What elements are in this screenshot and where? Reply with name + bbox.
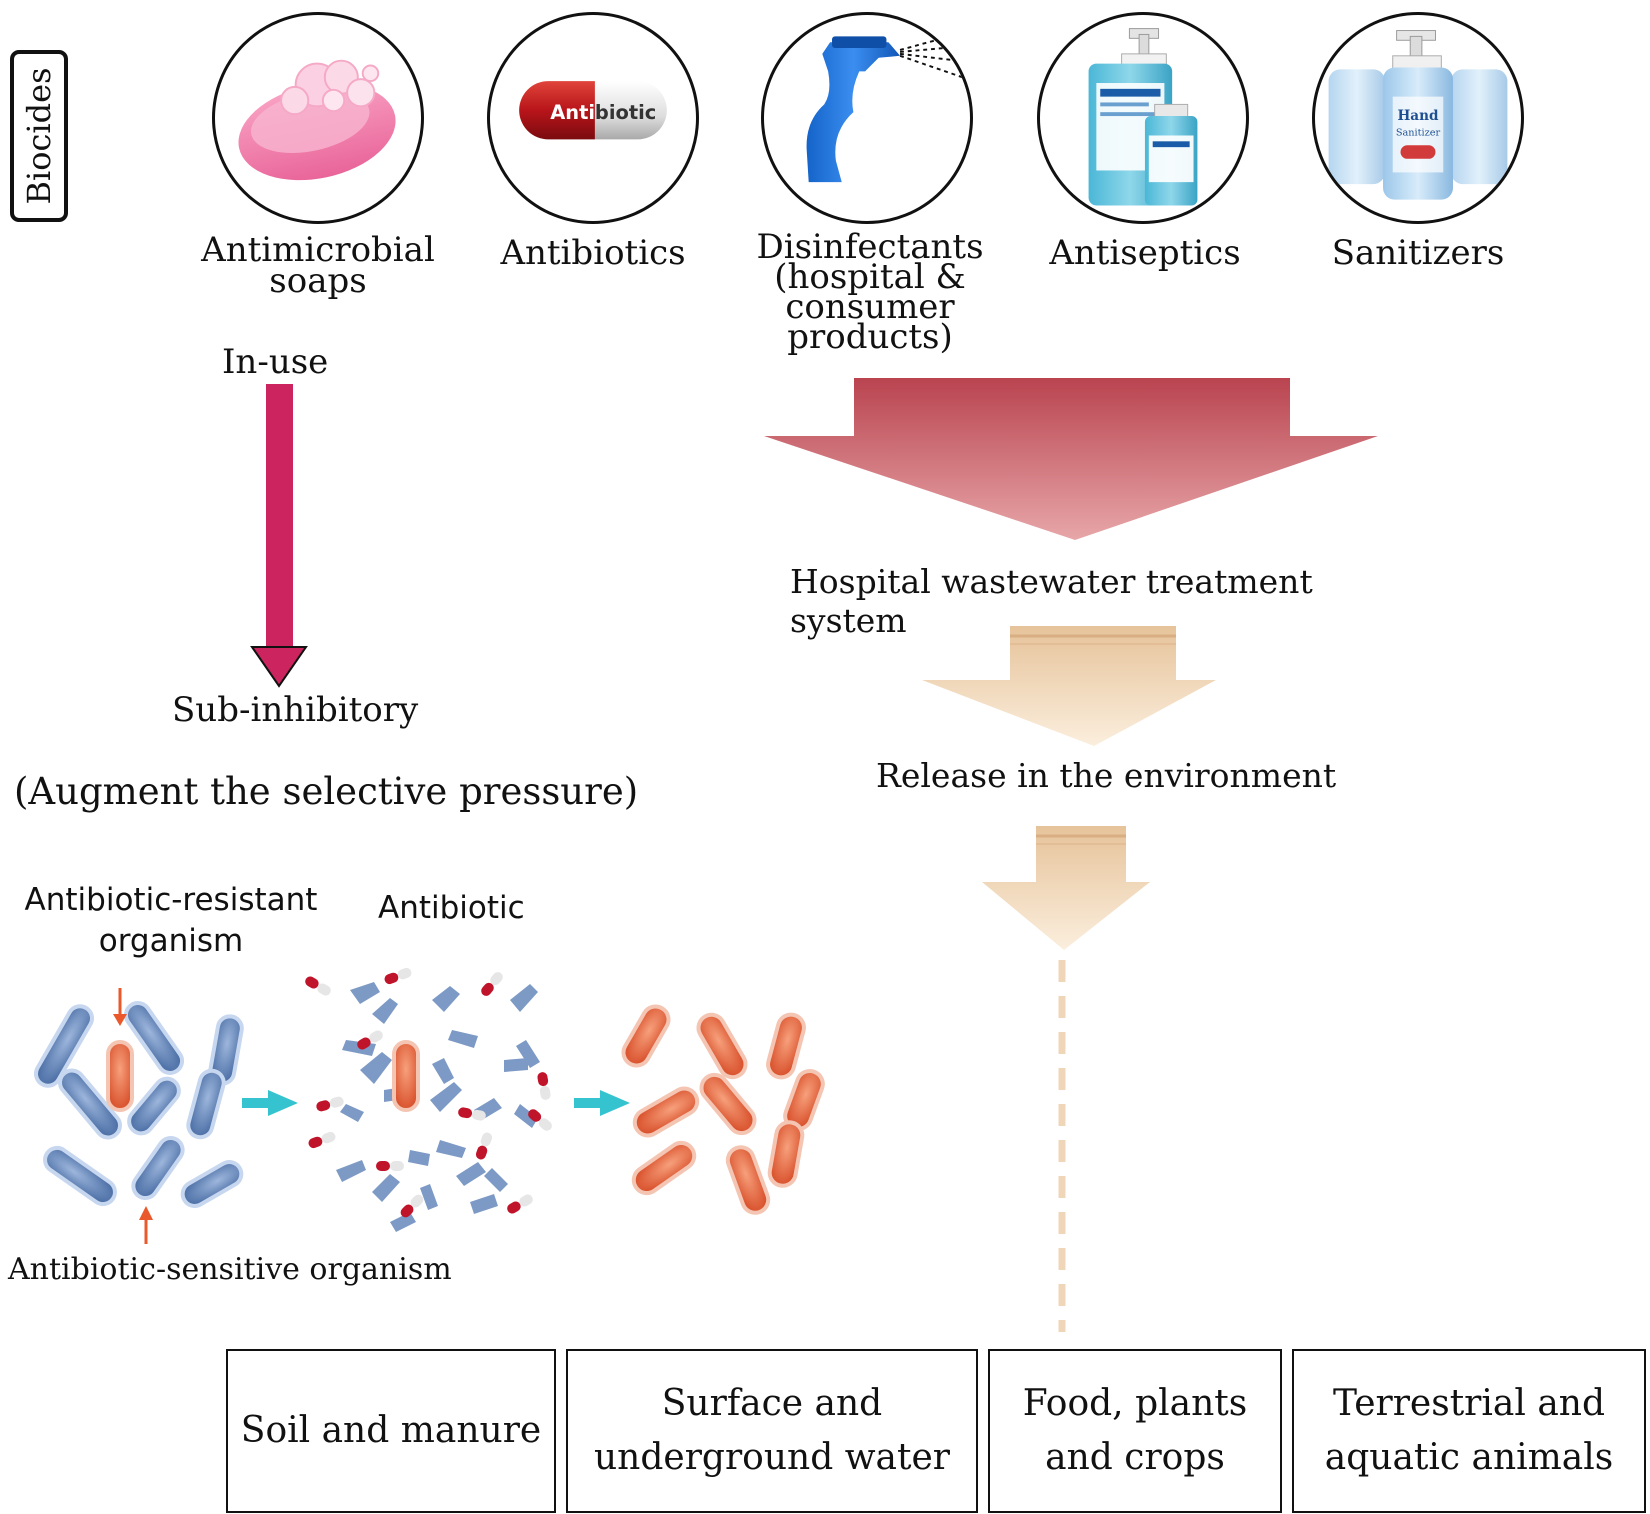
antibiotic-capsule-icon: Anti biotic <box>519 81 667 140</box>
in-use-label: In-use <box>222 342 329 382</box>
label-antiseptics: Antiseptics <box>1030 233 1260 273</box>
antibiotic-pills <box>305 967 552 1218</box>
resistant-pointer-arrow <box>113 988 127 1026</box>
label-line: soaps <box>269 261 367 301</box>
sensitive-organism-label: Antibiotic-sensitive organism <box>8 1252 452 1287</box>
label-line: organism <box>98 923 244 959</box>
label-disinfectants: Disinfectants (hospital & consumer produ… <box>700 227 1040 357</box>
sensitive-pointer-arrow <box>139 1206 153 1244</box>
sub-inhibitory-label: Sub-inhibitory <box>172 690 419 730</box>
destination-line: Terrestrial and <box>1332 1383 1606 1424</box>
capsule-text-b: biotic <box>595 101 656 124</box>
destination-line: underground water <box>594 1437 950 1478</box>
release-environment-label: Release in the environment <box>876 756 1337 795</box>
wastewater-arrow <box>764 378 1378 540</box>
label-antibiotics: Antibiotics <box>470 233 716 273</box>
transfer-arrow-2 <box>574 1090 630 1116</box>
label-line: Disinfectants <box>756 227 984 267</box>
antibiotic-treatment-group <box>305 967 552 1232</box>
destination-line: and crops <box>1045 1437 1225 1478</box>
destination-line: Soil and manure <box>240 1410 542 1451</box>
label-line: Antibiotic-resistant <box>24 882 318 918</box>
sanitizer-bottle-text-2: Sanitizer <box>1396 127 1441 138</box>
hand-sanitizer-icon: Hand Sanitizer <box>1328 30 1508 200</box>
selective-pressure-label: (Augment the selective pressure) <box>14 770 639 813</box>
sanitizer-bottle-text-1: Hand <box>1397 108 1439 124</box>
disinfectant-circle <box>761 12 973 224</box>
destination-line: aquatic animals <box>1324 1437 1614 1478</box>
antiseptic-circle <box>1037 12 1249 224</box>
label-sanitizers: Sanitizers <box>1316 233 1520 273</box>
sanitizer-circle: Hand Sanitizer <box>1312 12 1524 224</box>
label-line: Antibiotics <box>500 233 686 273</box>
antibiotic-label: Antibiotic <box>378 890 525 926</box>
destination-line: Surface and <box>661 1383 883 1424</box>
destination-soil-manure: Soil and manure <box>226 1349 556 1513</box>
label-line: products) <box>787 317 953 357</box>
destination-food-plants-crops: Food, plants and crops <box>988 1349 1282 1513</box>
label-line: Antimicrobial <box>201 230 435 270</box>
antiseptic-bottles-icon <box>1088 28 1198 206</box>
destination-water: Surface and underground water <box>566 1349 978 1513</box>
soap-circle <box>212 12 424 224</box>
transfer-arrow-1 <box>242 1090 298 1116</box>
soap-icon <box>238 59 396 181</box>
capsule-text-a: Anti <box>550 101 595 124</box>
label-antimicrobial-soaps: Antimicrobial soaps <box>196 230 440 301</box>
label-line: Sanitizers <box>1331 233 1505 273</box>
label-line: Antiseptics <box>1049 233 1241 273</box>
label-line: (hospital & consumer <box>774 257 966 327</box>
in-use-arrow <box>250 384 308 688</box>
initial-population <box>34 1001 244 1208</box>
environment-arrow <box>922 626 1216 746</box>
destination-animals: Terrestrial and aquatic animals <box>1292 1349 1646 1513</box>
resistant-organism-label: Antibiotic-resistant organism <box>12 880 330 962</box>
resistant-population <box>621 1004 825 1215</box>
antibiotic-circle: Anti biotic <box>487 12 699 224</box>
destination-line: Food, plants <box>1022 1383 1248 1424</box>
wastewater-label: Hospital wastewater treatment system <box>790 562 1313 640</box>
biocides-side-label: Biocides <box>10 50 68 222</box>
release-arrow <box>982 826 1150 950</box>
